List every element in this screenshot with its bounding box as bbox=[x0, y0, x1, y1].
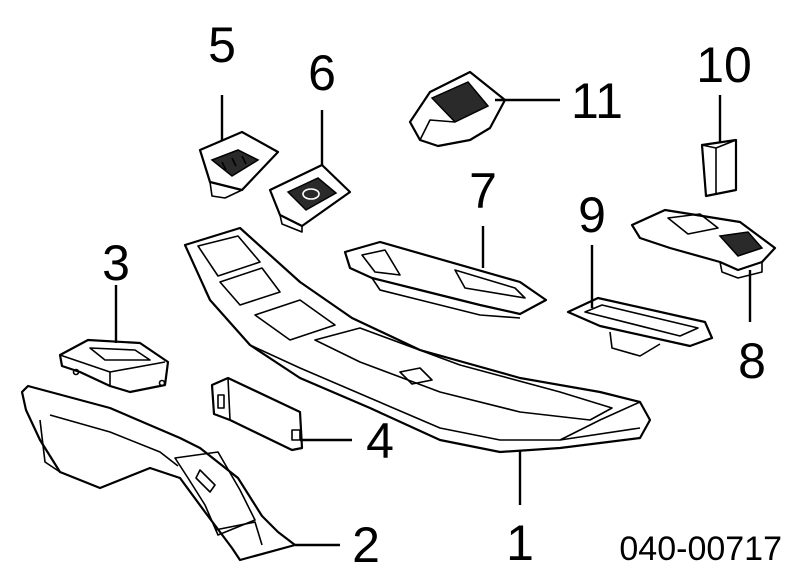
callout-4: 4 bbox=[366, 413, 394, 469]
callout-11: 11 bbox=[571, 73, 623, 129]
part-9-frame bbox=[566, 296, 714, 357]
part-4-panel bbox=[210, 376, 304, 452]
reference-code: 040-00717 bbox=[619, 530, 782, 568]
part-8-rear-tray bbox=[630, 208, 777, 279]
part-11-holder bbox=[408, 70, 507, 148]
callout-6: 6 bbox=[308, 45, 336, 101]
part-6-switch bbox=[268, 163, 352, 233]
callout-10: 10 bbox=[696, 37, 752, 93]
callout-8: 8 bbox=[738, 333, 766, 389]
callout-7: 7 bbox=[469, 163, 497, 219]
leader-lines bbox=[114, 95, 752, 547]
callout-3: 3 bbox=[102, 235, 130, 291]
part-1-console bbox=[183, 226, 652, 454]
part-3-module bbox=[58, 338, 170, 394]
part-5-switch bbox=[198, 130, 280, 199]
callout-labels: 1 2 3 4 5 6 7 8 9 10 11 bbox=[102, 17, 766, 573]
callout-9: 9 bbox=[578, 187, 606, 243]
part-10-block bbox=[700, 138, 738, 198]
part-7-tray bbox=[343, 240, 548, 319]
callout-5: 5 bbox=[208, 17, 236, 73]
callout-2: 2 bbox=[352, 517, 380, 573]
part-2-lower-bracket bbox=[20, 384, 297, 562]
callout-1: 1 bbox=[506, 515, 534, 571]
